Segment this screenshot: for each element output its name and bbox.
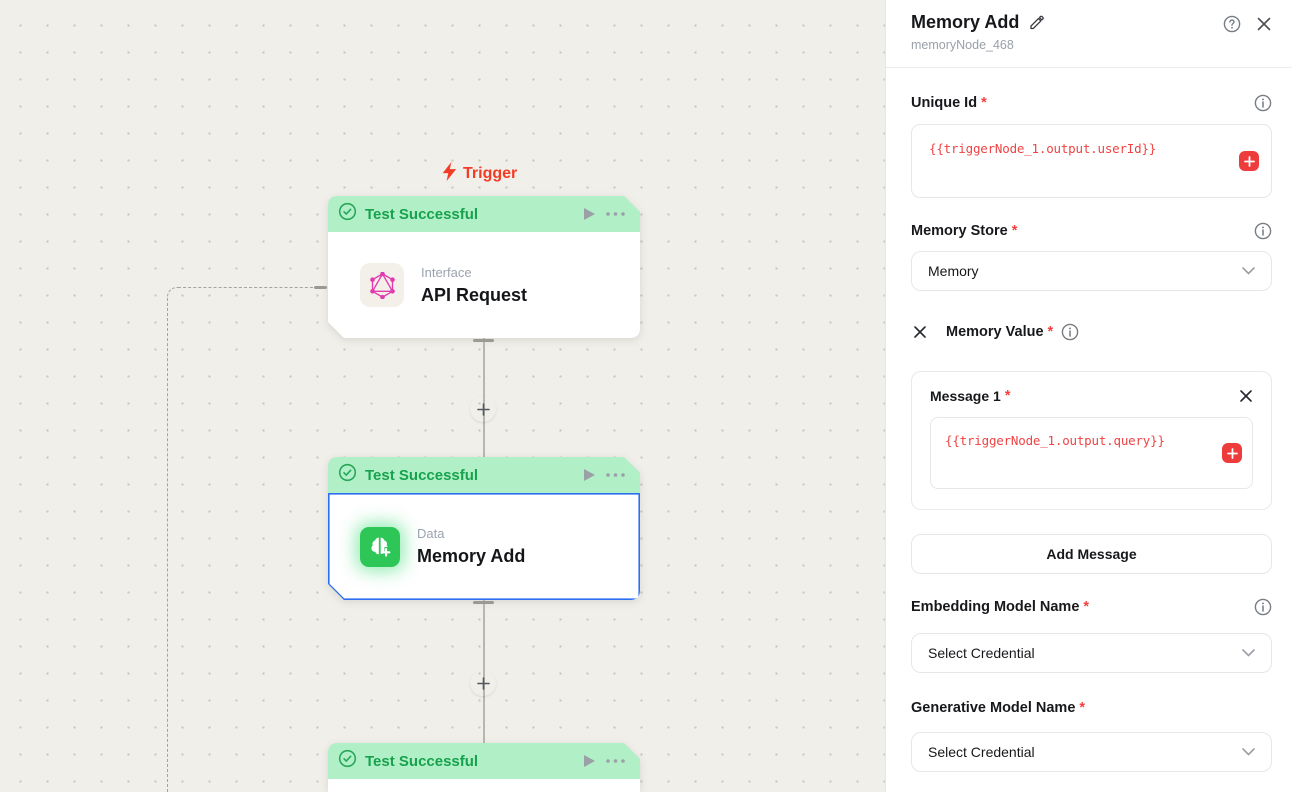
node-status-bar: Test Successful — [328, 743, 640, 779]
node-title: API Request — [421, 284, 528, 305]
unique-id-label: Unique Id — [911, 95, 978, 111]
required-marker: * — [1079, 700, 1086, 716]
edge-connector — [483, 338, 485, 457]
generative-credential-select[interactable]: Select Credential — [911, 732, 1272, 772]
node-status-label: Test Successful — [365, 466, 479, 484]
help-icon[interactable] — [1223, 15, 1241, 33]
message-input[interactable]: {{triggerNode_1.output.query}} — [930, 417, 1253, 489]
graphql-icon — [360, 263, 404, 307]
memory-value-label: Memory Value — [946, 324, 1044, 340]
check-circle-icon — [338, 202, 357, 226]
embedding-model-label: Embedding Model Name — [911, 599, 1080, 615]
required-marker: * — [1083, 599, 1090, 615]
node-output-handle[interactable] — [473, 339, 494, 342]
chevron-down-icon — [1242, 743, 1255, 761]
edge-dashed-corner — [167, 287, 179, 299]
node-api-request[interactable]: Test Successful — [328, 196, 640, 338]
node-more-menu-button[interactable] — [605, 758, 626, 764]
node-output-handle[interactable] — [473, 601, 494, 604]
message-card: Message 1 * {{triggerNode_1.output.query… — [911, 371, 1272, 510]
edit-title-button[interactable] — [1028, 14, 1045, 31]
memory-store-value: Memory — [928, 263, 979, 279]
trigger-label: Trigger — [463, 165, 518, 182]
unique-id-value: {{triggerNode_1.output.userId}} — [929, 141, 1157, 156]
check-circle-icon — [338, 463, 357, 487]
node-more-menu-button[interactable] — [605, 211, 626, 217]
node-category: Data — [417, 526, 445, 541]
memory-store-select[interactable]: Memory — [911, 251, 1272, 291]
node-status-label: Test Successful — [365, 205, 479, 223]
edge-dashed-horizontal — [178, 287, 318, 288]
panel-divider — [886, 67, 1292, 68]
panel-title: Memory Add — [911, 12, 1020, 32]
node-body-selected[interactable]: Data Memory Add — [328, 493, 640, 600]
required-marker: * — [1011, 223, 1018, 239]
run-node-button[interactable] — [581, 206, 596, 222]
required-marker: * — [1004, 388, 1011, 404]
info-icon[interactable] — [1254, 222, 1272, 240]
node-input-handle[interactable] — [314, 286, 327, 289]
close-panel-icon[interactable] — [1256, 16, 1272, 32]
node-memory-add[interactable]: Test Successful — [328, 457, 640, 600]
memory-store-label: Memory Store — [911, 223, 1008, 239]
generative-credential-value: Select Credential — [928, 744, 1035, 760]
edge-connector — [483, 600, 485, 743]
selection-border-diagonal — [328, 584, 345, 601]
required-marker: * — [981, 95, 987, 111]
run-node-button[interactable] — [581, 753, 596, 769]
info-icon[interactable] — [1254, 94, 1272, 112]
check-circle-icon — [338, 749, 357, 773]
info-icon[interactable] — [1254, 598, 1272, 616]
node-bottom-partial[interactable]: Test Successful — [328, 743, 640, 792]
chevron-down-icon — [1242, 644, 1255, 662]
required-marker: * — [1047, 324, 1054, 340]
message-label: Message 1 — [930, 388, 1001, 404]
node-body[interactable] — [328, 779, 640, 792]
node-title: Memory Add — [417, 546, 526, 566]
workflow-canvas[interactable]: Trigger Test Successful — [0, 0, 885, 792]
embedding-credential-value: Select Credential — [928, 645, 1035, 661]
remove-message-button[interactable] — [1239, 389, 1253, 403]
chevron-down-icon — [1242, 262, 1255, 280]
remove-memory-value-button[interactable] — [913, 325, 927, 339]
node-status-label: Test Successful — [365, 752, 479, 770]
node-config-panel: Memory Add memoryNode_468 Unique Id * — [885, 0, 1292, 792]
insert-variable-button[interactable] — [1222, 443, 1242, 463]
lightning-bolt-icon — [441, 162, 457, 186]
unique-id-input[interactable]: {{triggerNode_1.output.userId}} — [911, 124, 1272, 198]
add-message-button[interactable]: Add Message — [911, 534, 1272, 574]
node-category: Interface — [421, 264, 472, 280]
trigger-badge: Trigger — [441, 162, 517, 186]
node-id-label: memoryNode_468 — [911, 38, 1014, 52]
node-status-bar: Test Successful — [328, 457, 640, 493]
insert-variable-button[interactable] — [1239, 151, 1259, 171]
run-node-button[interactable] — [581, 467, 596, 483]
add-node-button[interactable] — [470, 396, 496, 422]
embedding-credential-select[interactable]: Select Credential — [911, 633, 1272, 673]
node-more-menu-button[interactable] — [605, 472, 626, 478]
edge-dashed-vertical — [167, 298, 168, 792]
info-icon[interactable] — [1061, 323, 1079, 341]
generative-model-label: Generative Model Name — [911, 700, 1076, 716]
node-body[interactable]: Interface API Request — [328, 232, 640, 338]
add-node-button[interactable] — [470, 670, 496, 696]
message-value: {{triggerNode_1.output.query}} — [945, 433, 1165, 448]
brain-plus-icon — [360, 527, 400, 567]
node-status-bar: Test Successful — [328, 196, 640, 232]
